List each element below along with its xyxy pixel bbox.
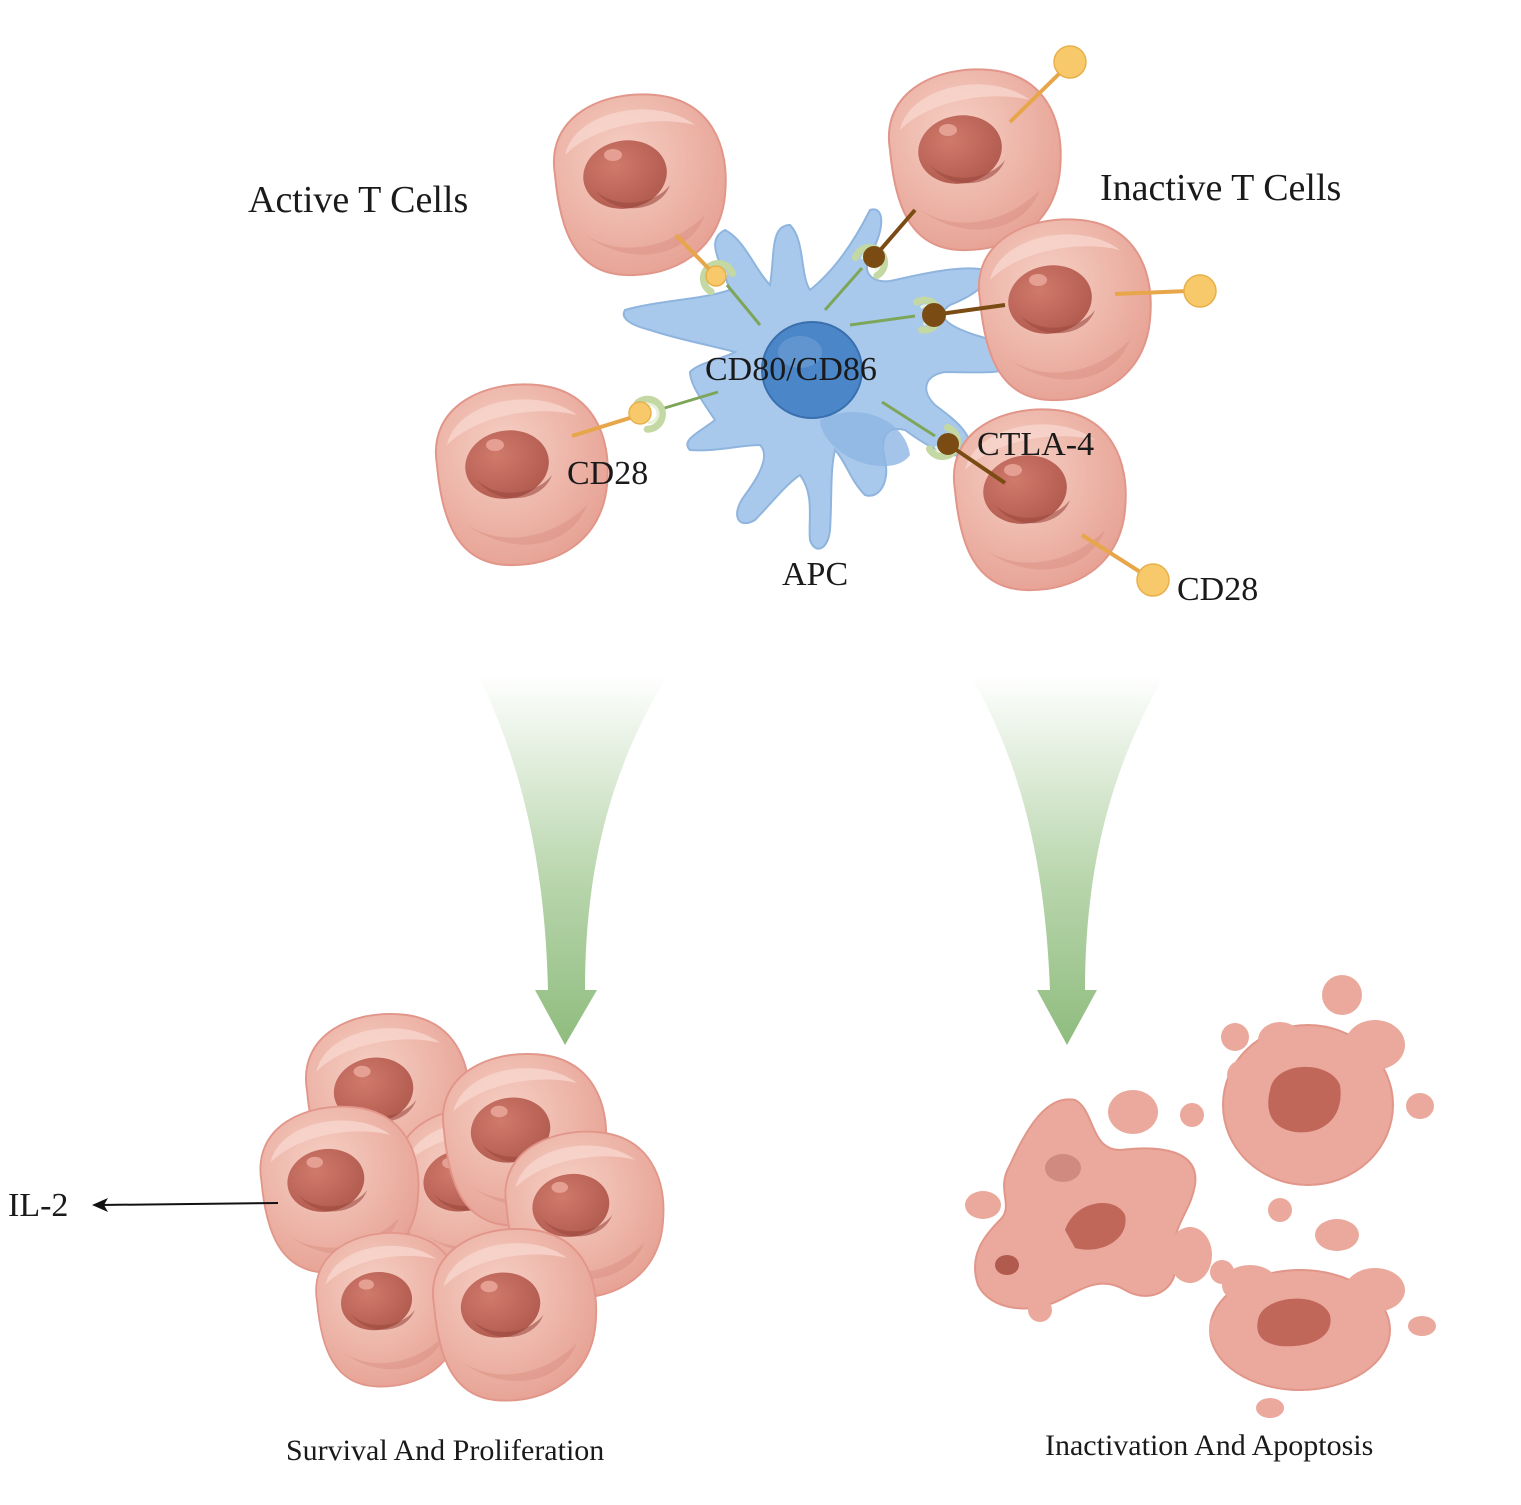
ctla4-binding-top <box>823 45 1087 311</box>
arrow-to-apoptosis <box>970 675 1165 1045</box>
active-t-cell-top <box>552 93 727 277</box>
apc-cell <box>622 208 1022 550</box>
cd28-binding-left <box>571 390 719 438</box>
ctla4-binding-bottom <box>881 400 1170 597</box>
label-apc: APC <box>782 556 848 593</box>
ctla4-binding-middle <box>849 274 1217 331</box>
label-il2: IL-2 <box>8 1187 68 1224</box>
label-cd28-left: CD28 <box>567 455 648 492</box>
inactive-t-cell-middle <box>977 218 1152 402</box>
apoptotic-cells <box>965 975 1436 1418</box>
cd28-binding-top <box>674 233 762 326</box>
label-survival-and-proliferation: Survival And Proliferation <box>286 1434 604 1467</box>
label-active-t-cells: Active T Cells <box>248 179 468 221</box>
label-cd28-right: CD28 <box>1177 571 1258 608</box>
label-inactive-t-cells: Inactive T Cells <box>1100 167 1341 209</box>
label-ctla4: CTLA-4 <box>977 426 1094 463</box>
arrow-to-survival <box>478 675 668 1045</box>
proliferating-cell-cluster <box>259 1012 665 1402</box>
label-cd80-cd86: CD80/CD86 <box>705 351 877 388</box>
il2-arrow <box>92 1198 279 1212</box>
label-inactivation-and-apoptosis: Inactivation And Apoptosis <box>1045 1429 1373 1462</box>
